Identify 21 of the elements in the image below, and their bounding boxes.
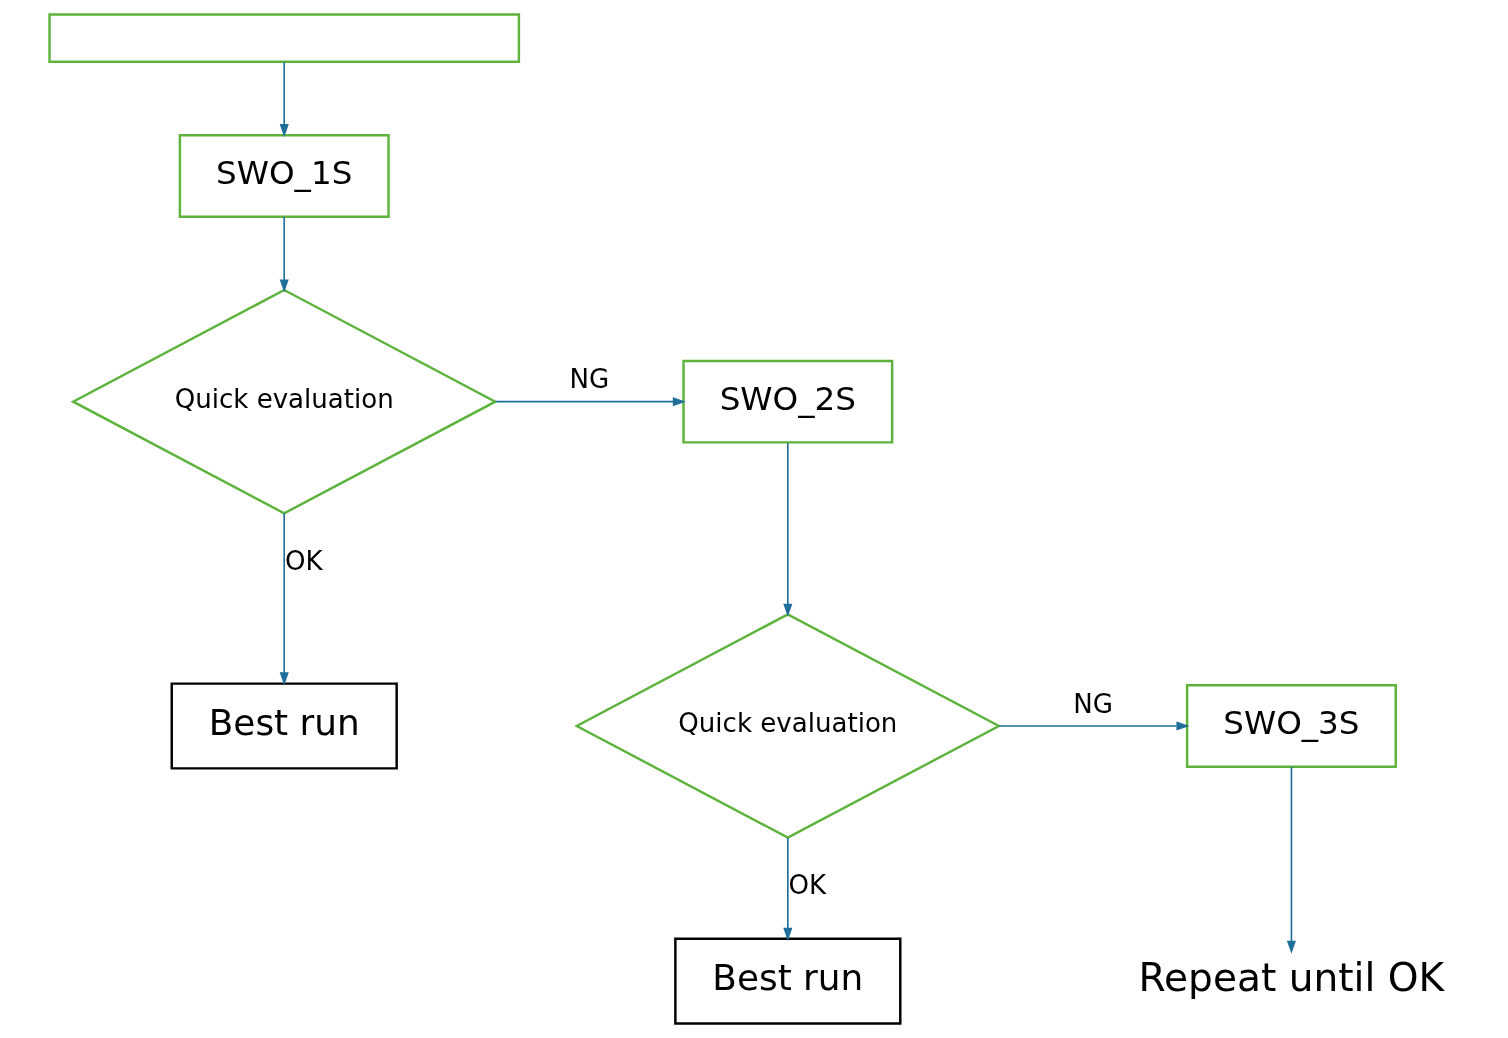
arrow	[494, 397, 686, 407]
arrow	[783, 441, 793, 617]
edge-label: NG	[1073, 688, 1113, 719]
arrow	[279, 512, 289, 686]
node-box: SWO_2S	[682, 359, 894, 444]
node-box: Best run	[674, 937, 902, 1025]
node-box: Best run	[170, 682, 398, 770]
arrow	[279, 61, 289, 138]
node-box	[48, 13, 521, 64]
node-box: SWO_3S	[1185, 684, 1397, 768]
edge-label: NG	[569, 364, 610, 395]
node-text: Repeat until OK	[1138, 955, 1445, 1001]
arrow	[1286, 766, 1296, 954]
edge-label: OK	[284, 546, 323, 577]
arrow	[279, 216, 289, 293]
node-box: SWO_1S	[178, 133, 390, 218]
node-diamond: Quick evaluation	[70, 288, 498, 515]
edge-label: OK	[788, 870, 827, 901]
arrow	[998, 721, 1190, 731]
arrow	[783, 837, 793, 941]
node-diamond: Quick evaluation	[574, 612, 1002, 839]
